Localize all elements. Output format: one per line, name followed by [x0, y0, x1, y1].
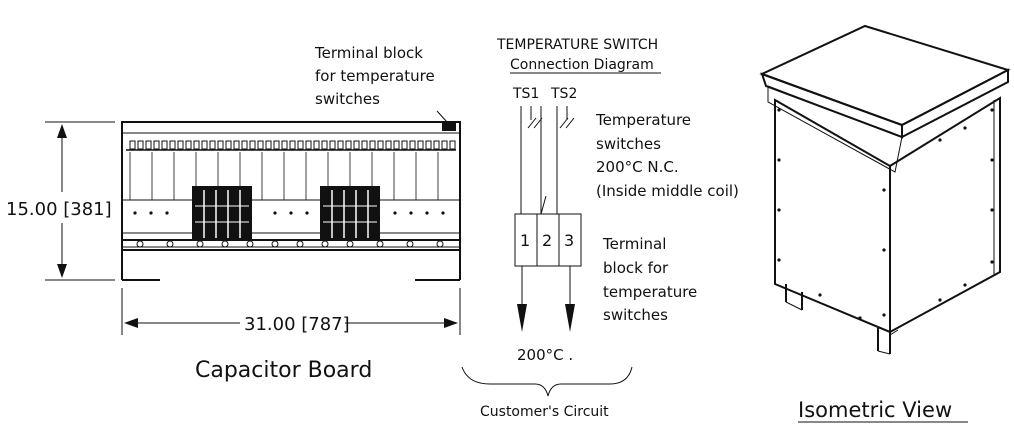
width-dimension-label: 31.00 [787]: [244, 314, 350, 335]
switch-note-1: Temperature: [595, 111, 691, 129]
isometric-title: Isometric View: [798, 398, 952, 422]
ts1-label: TS1: [512, 86, 539, 102]
capacitor-terminal-note-2: for temperature: [315, 67, 435, 85]
switch-note-4: (Inside middle coil): [596, 182, 739, 200]
terminal-1: 1: [520, 231, 530, 250]
switch-note-2: switches: [596, 135, 661, 153]
width-dimension: [121, 288, 461, 335]
terminal-2: 2: [542, 231, 552, 250]
capacitor-terminal-note-1: Terminal block: [314, 44, 423, 62]
terminal-3: 3: [564, 231, 574, 250]
height-dimension-label: 15.00 [381]: [6, 199, 112, 220]
terminal-note-1: Terminal: [602, 235, 666, 253]
ts2-label: TS2: [550, 86, 577, 102]
capacitor-board-title: Capacitor Board: [195, 358, 372, 383]
customer-circuit-label: Customer's Circuit: [480, 404, 609, 420]
switch-diagram-title: TEMPERATURE SWITCH: [496, 37, 658, 53]
switch-diagram-subtitle: Connection Diagram: [510, 57, 654, 73]
height-dimension: [45, 121, 115, 281]
terminal-note-2: block for: [603, 259, 669, 277]
switch-note-3: 200°C N.C.: [596, 158, 679, 176]
switch-wiring: [461, 106, 633, 397]
capacitor-board-drawing: [121, 110, 461, 281]
temperature-label: 200°C .: [517, 346, 573, 364]
isometric-drawing: [759, 24, 1011, 355]
terminal-note-3: temperature: [603, 283, 697, 301]
terminal-note-4: switches: [603, 306, 668, 324]
capacitor-terminal-note-3: switches: [315, 90, 380, 108]
